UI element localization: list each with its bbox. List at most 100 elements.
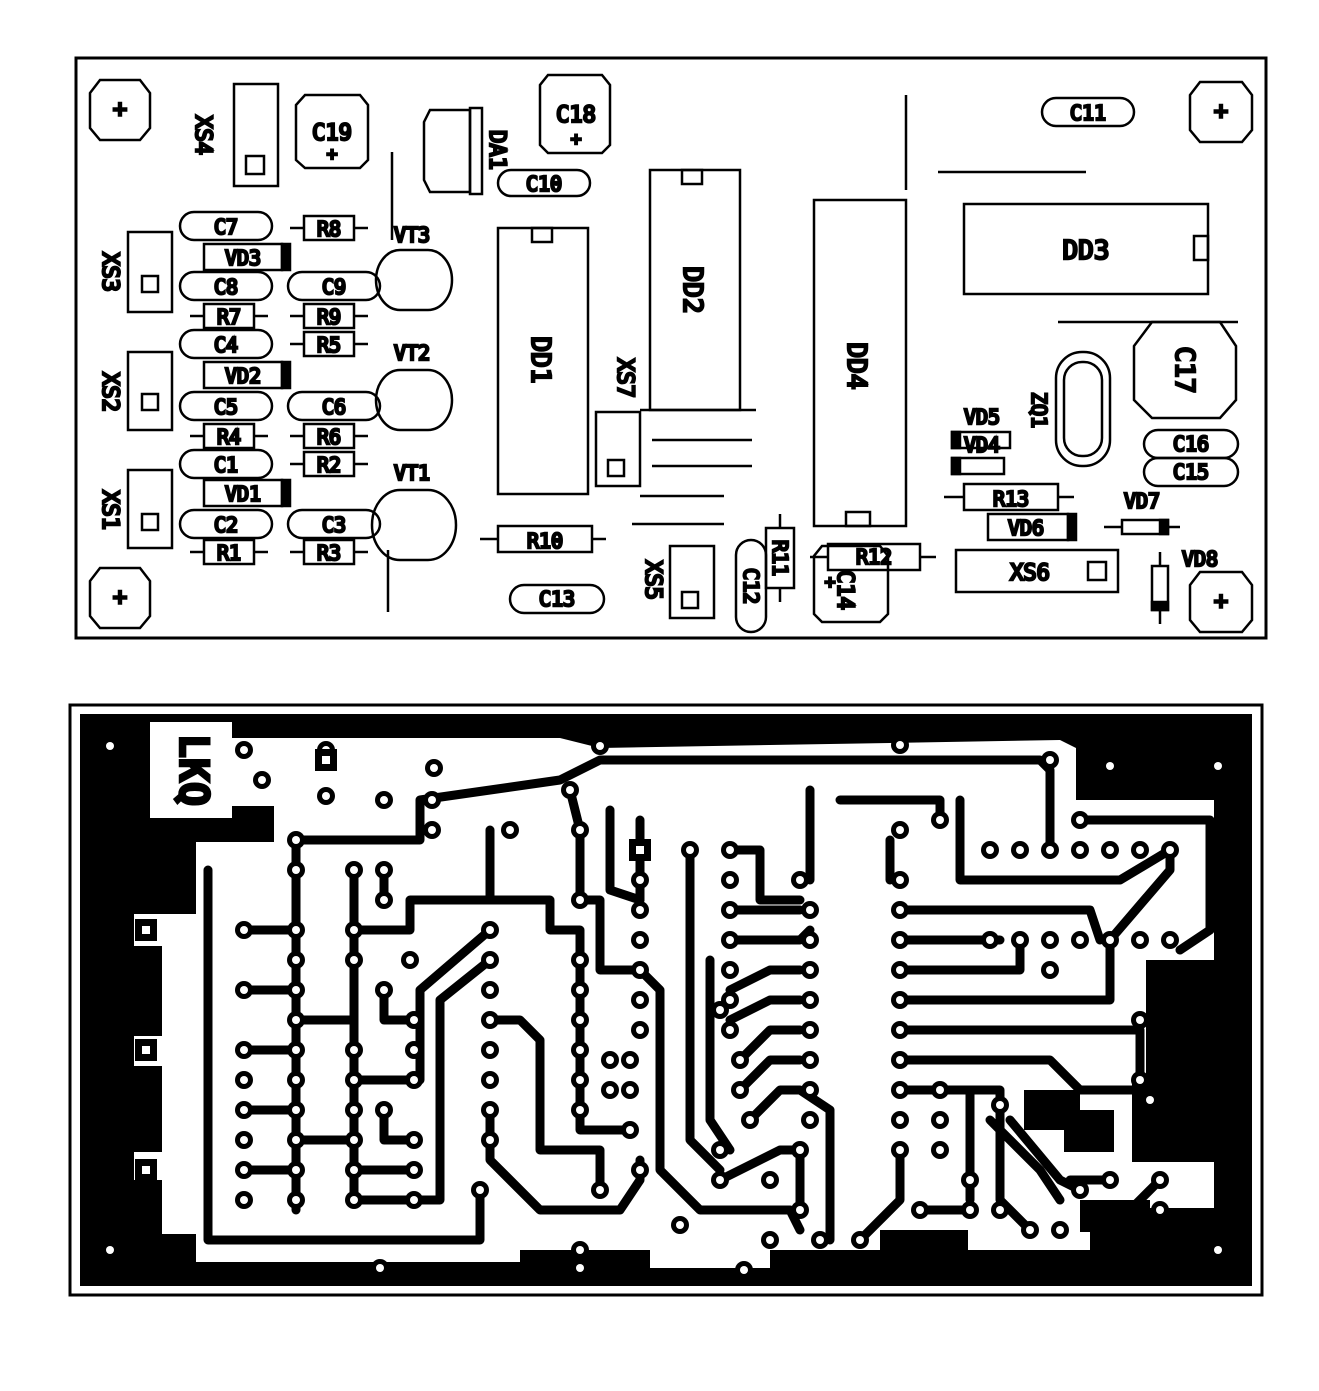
pad-hole — [636, 1166, 644, 1174]
svg-text:+: + — [1214, 97, 1228, 125]
pad-hole — [292, 1106, 300, 1114]
label-dd1: DD1 — [525, 337, 555, 384]
copper-island — [1024, 1090, 1114, 1152]
label-r1: R1 — [217, 541, 241, 565]
pad-hole — [576, 956, 584, 964]
label-c6: C6 — [322, 395, 346, 419]
pad-hole — [486, 1106, 494, 1114]
label-r6: R6 — [317, 425, 341, 449]
transistor-vt1 — [370, 488, 458, 562]
connector-xs3 — [126, 230, 174, 314]
pad-hole — [636, 906, 644, 914]
pad-hole — [1136, 936, 1144, 944]
pad-hole — [596, 742, 604, 750]
pad-hole — [726, 966, 734, 974]
pad-hole — [1106, 936, 1114, 944]
pad-hole — [506, 826, 514, 834]
pad-hole — [936, 1146, 944, 1154]
pad-hole — [726, 996, 734, 1004]
connector-xs1 — [126, 468, 174, 550]
pad-hole — [428, 826, 436, 834]
label-c1: C1 — [214, 453, 238, 477]
label-c5: C5 — [214, 395, 238, 419]
pad-hole — [566, 786, 574, 794]
pad-hole — [142, 1046, 150, 1054]
copper-pads — [101, 736, 1227, 1279]
pad-hole — [806, 1026, 814, 1034]
pad-hole — [292, 1166, 300, 1174]
pad-hole — [896, 966, 904, 974]
label-xs2: XS2 — [97, 372, 122, 412]
label-vd5: VD5 — [964, 405, 1000, 429]
pad-hole — [292, 866, 300, 874]
pad-hole — [1076, 816, 1084, 824]
pad-hole — [896, 936, 904, 944]
label-c19: C19 — [312, 121, 352, 146]
pad-hole — [896, 1086, 904, 1094]
label-c10: C10 — [526, 172, 562, 196]
pad-hole — [292, 1196, 300, 1204]
capacitor-c7 — [178, 210, 274, 242]
pad-hole — [1046, 846, 1054, 854]
pad-hole — [746, 1116, 754, 1124]
connector-xs6 — [954, 548, 1120, 594]
pad-hole — [636, 966, 644, 974]
pad-hole — [1136, 1076, 1144, 1084]
pad-hole — [936, 816, 944, 824]
pad-hole — [806, 966, 814, 974]
label-vd4: VD4 — [964, 433, 1000, 457]
label-xs4: XS4 — [190, 115, 215, 155]
label-dd3: DD3 — [1063, 236, 1110, 266]
capacitor-c5 — [178, 390, 274, 422]
polarity-mark: + — [571, 129, 582, 150]
pad-hole — [410, 1136, 418, 1144]
pad-hole — [350, 926, 358, 934]
label-r2: R2 — [317, 453, 341, 477]
pad-hole — [856, 1236, 864, 1244]
capacitor-c15 — [1142, 456, 1240, 488]
pad-hole — [636, 936, 644, 944]
pad-hole — [240, 746, 248, 754]
pad-hole — [142, 1166, 150, 1174]
pad-hole — [936, 1086, 944, 1094]
pad-hole — [966, 1176, 974, 1184]
pad-hole — [606, 1086, 614, 1094]
pad-hole — [936, 1116, 944, 1124]
pad-hole — [606, 1056, 614, 1064]
capacitor-c11 — [1040, 96, 1136, 128]
pad-hole — [736, 1086, 744, 1094]
pad-hole — [486, 1136, 494, 1144]
pad-hole — [576, 826, 584, 834]
pad-hole — [636, 996, 644, 1004]
pad-hole — [726, 876, 734, 884]
pad-hole — [292, 1046, 300, 1054]
capacitor-c17 — [1132, 320, 1238, 420]
pad-hole — [636, 846, 644, 854]
regulator-da1: DA1 — [422, 106, 510, 196]
pad-hole — [766, 1176, 774, 1184]
pad-hole — [410, 1016, 418, 1024]
pad-hole — [806, 1116, 814, 1124]
label-vd6: VD6 — [1008, 516, 1044, 540]
pad-hole — [240, 1196, 248, 1204]
pad-hole — [322, 756, 330, 764]
pad-hole — [1136, 1016, 1144, 1024]
pad-hole — [806, 936, 814, 944]
pad-hole — [350, 956, 358, 964]
pad-hole — [106, 742, 114, 750]
mount-hole: + — [1188, 80, 1254, 144]
pad-hole — [726, 1026, 734, 1034]
label-c13: C13 — [539, 587, 575, 611]
pad-hole — [716, 1006, 724, 1014]
label-c9: C9 — [322, 275, 346, 299]
label-r4: R4 — [217, 425, 241, 449]
connector-xs7 — [594, 410, 642, 488]
pad-hole — [106, 1246, 114, 1254]
component-layout: + + + + XS4 C19 + DA1 C18 + — [74, 56, 1268, 640]
pad-hole — [380, 1106, 388, 1114]
pad-hole — [896, 741, 904, 749]
pad-hole — [292, 986, 300, 994]
pad-hole — [896, 1146, 904, 1154]
capacitor-c1 — [178, 448, 274, 480]
pad-hole — [796, 1146, 804, 1154]
